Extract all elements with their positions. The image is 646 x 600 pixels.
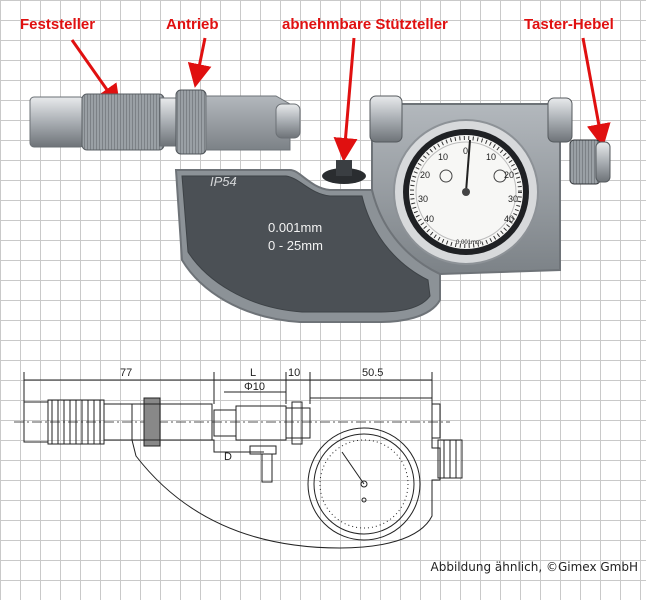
dial-label-right-40: 40 — [504, 214, 514, 224]
callout-taster-hebel: Taster-Hebel — [524, 16, 614, 33]
dim-right: 50.5 — [362, 367, 383, 379]
callout-feststeller: Feststeller — [20, 16, 96, 33]
dial-label-left-30: 30 — [418, 194, 428, 204]
label-d: D — [224, 451, 232, 463]
arrow-antrieb — [187, 37, 212, 88]
dial-label-left-10: 10 — [438, 152, 448, 162]
dial-label-right-10: 10 — [486, 152, 496, 162]
image-caption: Abbildung ähnlich, ©Gimex GmbH — [430, 560, 638, 574]
dim-total-left: 77 — [120, 367, 132, 379]
dim-l: L — [250, 367, 256, 379]
dial-subtitle: 0.001mm — [456, 240, 481, 246]
dial-labels: 0 10 20 30 40 10 20 30 40 0.001mm — [418, 146, 518, 246]
ip-rating: IP54 — [210, 174, 237, 189]
technical-drawing — [14, 372, 463, 549]
dial-label-left-40: 40 — [424, 214, 434, 224]
dial-label-right-30: 30 — [508, 194, 518, 204]
arrow-feststeller — [70, 39, 121, 109]
dial-label-top: 0 — [463, 146, 468, 156]
dim-phi: Φ10 — [244, 381, 265, 393]
dial-label-left-20: 20 — [420, 170, 430, 180]
arrow-stuetzteller — [333, 37, 358, 162]
callout-stuetzteller: abnehmbare Stützteller — [282, 16, 448, 33]
dim-10: 10 — [288, 367, 300, 379]
callout-antrieb: Antrieb — [166, 16, 219, 33]
resolution-text: 0.001mm — [268, 220, 322, 235]
micrometer-photo — [29, 89, 611, 323]
dial-label-right-20: 20 — [504, 170, 514, 180]
range-text: 0 - 25mm — [268, 238, 323, 253]
arrow-taster-hebel — [581, 37, 611, 148]
